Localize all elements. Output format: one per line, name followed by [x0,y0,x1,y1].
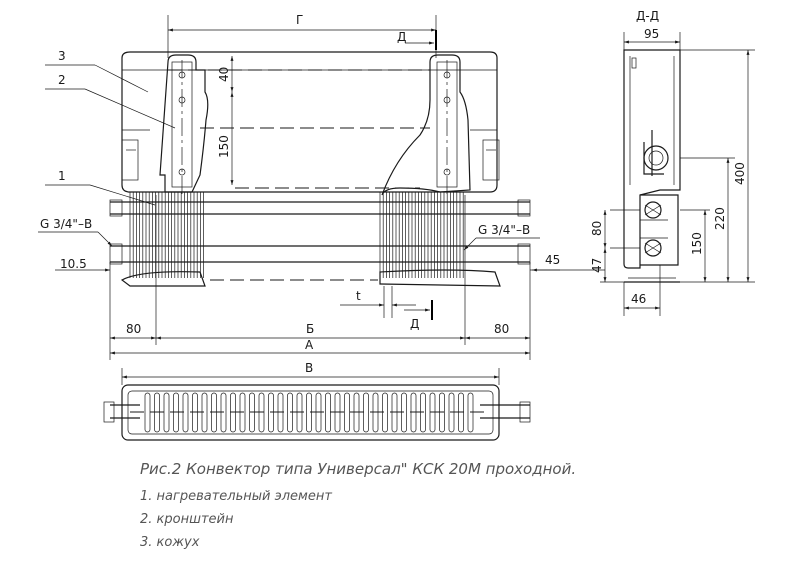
top-rib [334,392,341,433]
pipe-left-label: G 3/4"–B [40,217,92,231]
pipe-labels: G 3/4"–B G 3/4"–B [38,217,540,251]
dimension-t: t [340,286,416,318]
top-rib [429,392,436,433]
top-rib [277,392,284,433]
dim-side-400-label: 400 [733,162,747,185]
dim-side-47-label: 47 [590,258,604,273]
figure-caption: Рис.2 Конвектор типа Универсал" КСК 20М … [140,460,576,550]
top-rib [154,392,160,433]
dim-g-label: Г [296,13,303,27]
fin-pack-left [129,192,204,278]
top-rib [258,392,265,433]
top-rib [173,392,179,433]
top-rib [325,392,331,433]
dim-side-46-label: 46 [631,292,646,306]
callout-3: 3 [58,49,66,63]
top-rib [249,392,255,433]
front-view [109,51,531,287]
dim-95-label: 95 [644,27,659,41]
top-view: B [103,361,531,441]
dim-side-80-label: 80 [590,221,604,236]
dim-150-left-label: 150 [217,135,231,158]
dim-45-label: 45 [545,253,560,267]
section-view: Д-Д 95 80 47 150 [590,9,755,316]
top-rib [296,392,303,433]
top-rib [401,392,407,433]
top-view-ribs [144,392,474,433]
dimension-40-150: 40 150 [217,56,234,185]
dim-10-5-label: 10.5 [60,257,87,271]
section-casing [623,49,681,269]
dimension-offsets: 10.5 45 [55,253,605,360]
top-rib [420,392,426,433]
top-rib [439,392,445,433]
legend-item-3: 3. кожух [140,535,200,550]
section-mark-top: Д [397,30,437,50]
top-rib [306,392,312,433]
callout-2: 2 [58,73,66,87]
bracket-right [381,54,471,196]
top-rib [467,392,474,433]
caption-title: Рис.2 Конвектор типа Универсал" КСК 20М … [140,460,576,478]
top-rib [372,392,379,433]
top-rib [391,392,398,433]
top-rib [144,392,151,433]
callout-1: 1 [58,169,66,183]
top-rib [315,392,322,433]
dim-b-label: Б [306,322,314,336]
dim-b-top-label: B [305,361,313,375]
dim-40-label: 40 [217,67,231,82]
dim-side-220-label: 220 [713,207,727,230]
top-rib [287,392,293,433]
fin-pack-right [379,192,464,278]
top-rib [220,392,227,433]
top-rib [363,392,369,433]
dim-a-label: A [305,338,314,352]
top-rib [230,392,236,433]
top-rib [458,392,464,433]
bracket-left [159,54,209,193]
section-mark-bottom: Д [404,300,433,331]
dim-side-150-label: 150 [690,232,704,255]
dim-left-80-label: 80 [126,322,141,336]
top-rib [268,392,274,433]
section-d-top-label: Д [397,30,406,44]
dim-right-80-label: 80 [494,322,509,336]
dimension-g: Г [167,13,437,58]
top-rib [344,392,350,433]
section-d-bottom-label: Д [410,317,419,331]
legend-item-1: 1. нагревательный элемент [140,489,332,504]
callouts: 3 2 1 [45,49,176,206]
pipe-right-label: G 3/4"–B [478,223,530,237]
top-rib [192,392,198,433]
top-rib [182,392,189,433]
dim-t-label: t [356,289,361,303]
top-rib [448,392,455,433]
casing [121,51,498,193]
section-title: Д-Д [636,9,659,23]
top-rib [163,392,170,433]
dimension-chain-bottom: 80 Б 80 A [110,195,530,355]
top-rib [410,392,417,433]
top-rib [239,392,246,433]
top-rib [211,392,217,433]
top-rib [201,392,208,433]
top-rib [353,392,360,433]
legend-item-2: 2. кронштейн [140,512,234,527]
top-rib [382,392,388,433]
